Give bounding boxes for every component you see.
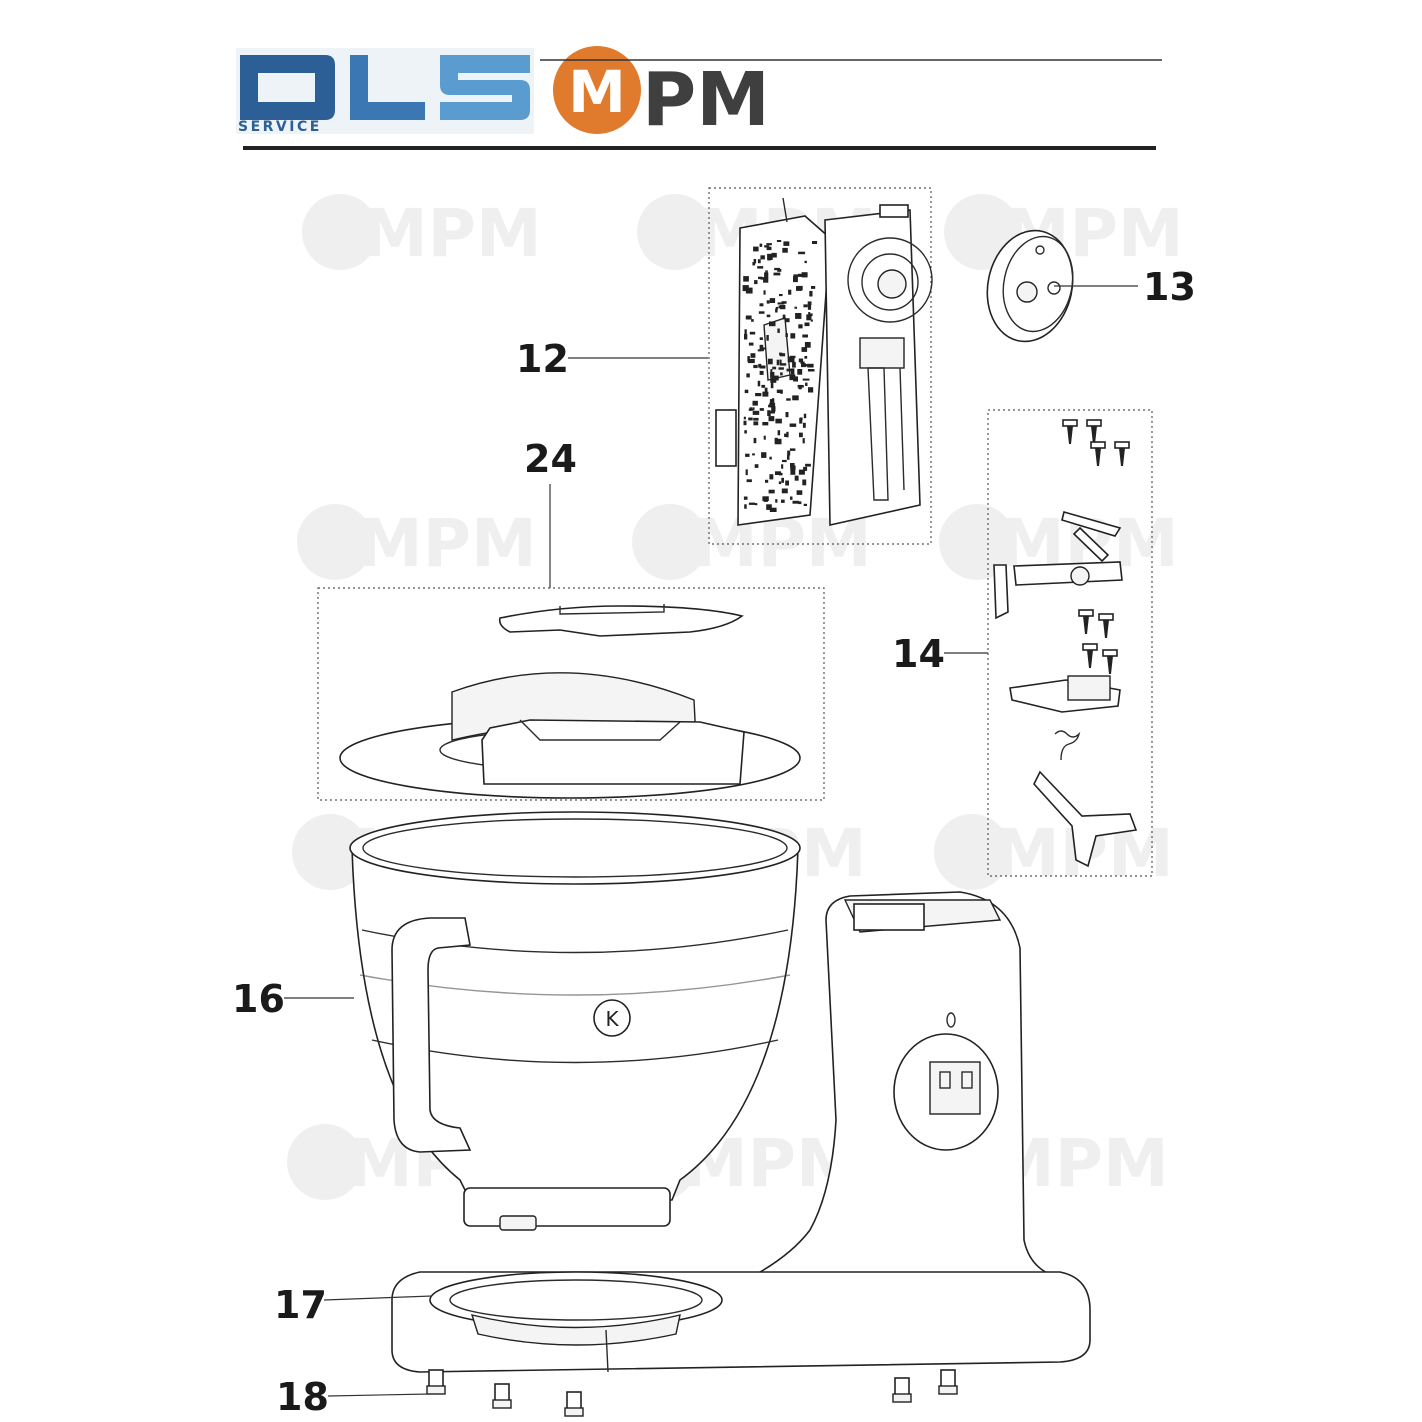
part-14-hardware-kit — [987, 409, 1153, 877]
rubber-foot — [426, 1369, 446, 1395]
callout-18: 18 — [276, 1375, 329, 1419]
bowl-base — [463, 1187, 671, 1227]
part-16-mixing-bowl: K — [349, 811, 801, 1231]
screws — [1062, 419, 1130, 674]
callout-24: 24 — [524, 437, 577, 481]
callout-14: 14 — [892, 632, 945, 676]
dls-service-logo: SERVICE — [236, 48, 534, 135]
mixer-stand-body — [391, 891, 1091, 1373]
callout-17: 17 — [274, 1283, 327, 1327]
part-12-control-boards — [708, 187, 933, 545]
bowl-badge — [593, 999, 631, 1037]
bowl-rim — [349, 811, 801, 885]
svg-text:MPM: MPM — [357, 505, 537, 582]
watermark: MPM — [632, 504, 872, 582]
bowl-handle — [391, 917, 472, 1153]
bowl-badge-letter: K — [605, 1007, 619, 1031]
logo-service-text: SERVICE — [238, 119, 322, 135]
screw — [1078, 609, 1094, 634]
screw — [1090, 441, 1106, 466]
rubber-foot — [492, 1383, 512, 1409]
callout-13: 13 — [1143, 265, 1196, 309]
part-24-splash-guard — [317, 587, 825, 801]
watermark: MPM — [297, 504, 537, 582]
svg-text:MPM: MPM — [362, 195, 542, 272]
leader-17 — [323, 1295, 433, 1301]
screw — [1086, 419, 1102, 444]
screw — [1062, 419, 1078, 444]
part-13-end-cap — [986, 229, 1074, 343]
part-14-frame — [987, 409, 1153, 877]
rubber-foot — [938, 1369, 958, 1395]
pcb-components — [742, 240, 818, 512]
screw — [1114, 441, 1130, 466]
part-12-frame — [708, 187, 932, 545]
part-24-frame — [317, 587, 825, 801]
logo-pm-text: PM — [642, 57, 770, 143]
screw — [1098, 613, 1114, 638]
screw — [1102, 649, 1118, 674]
rubber-foot — [564, 1391, 584, 1417]
logo-m-letter: M — [568, 58, 626, 126]
watermark: MPM — [302, 194, 542, 272]
watermark: MPM — [934, 814, 1174, 892]
screw — [1082, 643, 1098, 668]
callout-12: 12 — [516, 337, 569, 381]
part-18-feet — [426, 1369, 958, 1417]
mpm-logo: M PM — [553, 46, 770, 143]
lid-cover — [498, 605, 744, 637]
callout-16: 16 — [232, 977, 285, 1021]
rubber-foot — [892, 1377, 912, 1403]
leader-18 — [327, 1393, 431, 1397]
